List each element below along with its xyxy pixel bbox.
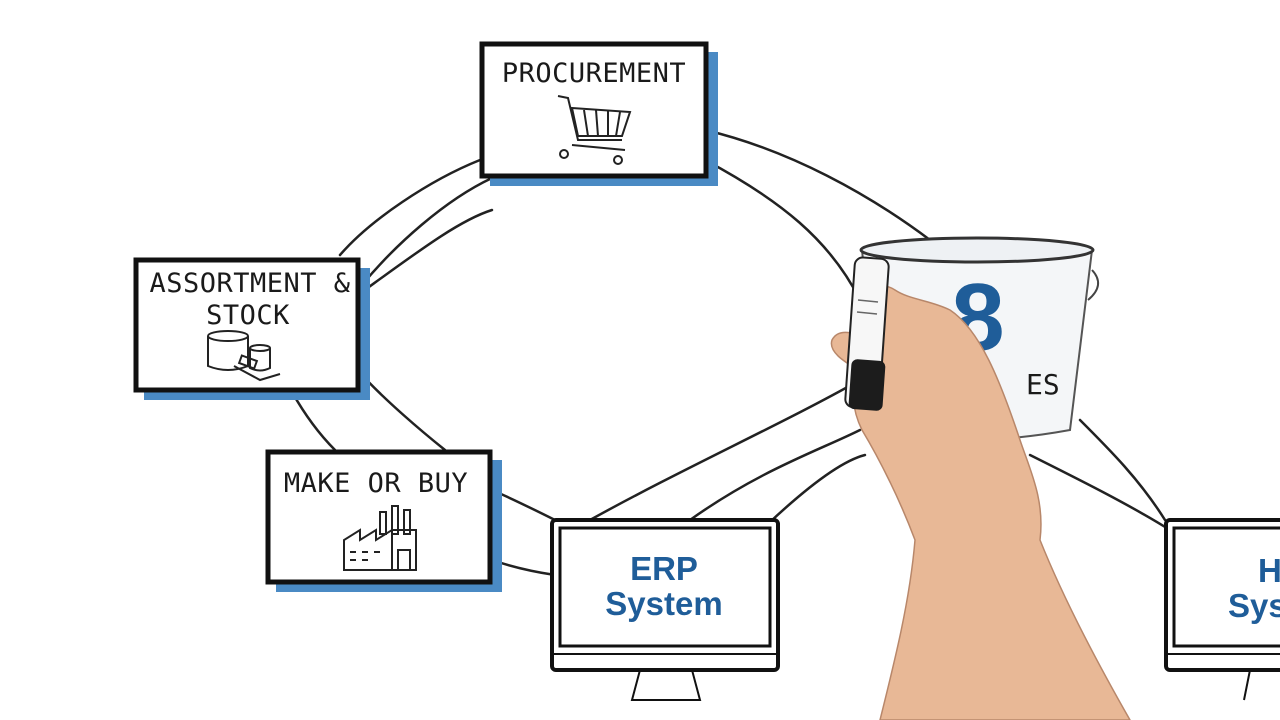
procurement-box: PROCUREMENT [479,41,718,186]
hand-with-marker [830,256,1131,720]
band-erp-bucket [688,428,867,524]
band-procurement-bucket-inner [703,158,862,302]
partial-system-monitor: H Syst [1164,518,1280,701]
band-procurement-bucket-outer [703,128,932,242]
band-inner-loop-right [588,378,862,522]
partial-label-line1: H [1258,552,1280,589]
bucket-text-fragment: ES [1026,368,1060,401]
shopping-cart-icon [557,95,632,165]
monitor-screen [558,526,772,648]
bucket-rim [859,236,1095,264]
procurement-label: PROCUREMENT [502,58,686,89]
monitor-stand [1243,669,1251,701]
erp-label-line2: System [605,585,722,622]
erp-label-line1: ERP [630,550,698,587]
marker-icon [844,256,890,411]
make-or-buy-label: MAKE OR BUY [284,468,468,499]
box-frame [479,41,709,179]
bucket-handle-right [1087,269,1099,301]
monitor-stand [630,669,702,701]
make-or-buy-box: MAKE OR BUY [265,449,502,592]
erp-system-monitor: ERP System [550,518,780,701]
factory-icon [343,505,417,571]
band-bucket-right-2 [1028,453,1172,532]
partial-label-line2: Syst [1228,587,1280,624]
band-bucket-right-1 [1078,418,1167,522]
box-frame [133,257,361,393]
band-inner-loop-left [360,208,494,294]
assortment-label-line2: STOCK [206,300,290,331]
assortment-stock-box: ASSORTMENT & STOCK [133,257,370,400]
band-procurement-assortment [338,158,494,287]
monitor-screen [1172,526,1280,648]
paint-cans-icon [207,330,281,382]
assortment-label-line1: ASSORTMENT & [149,268,350,299]
